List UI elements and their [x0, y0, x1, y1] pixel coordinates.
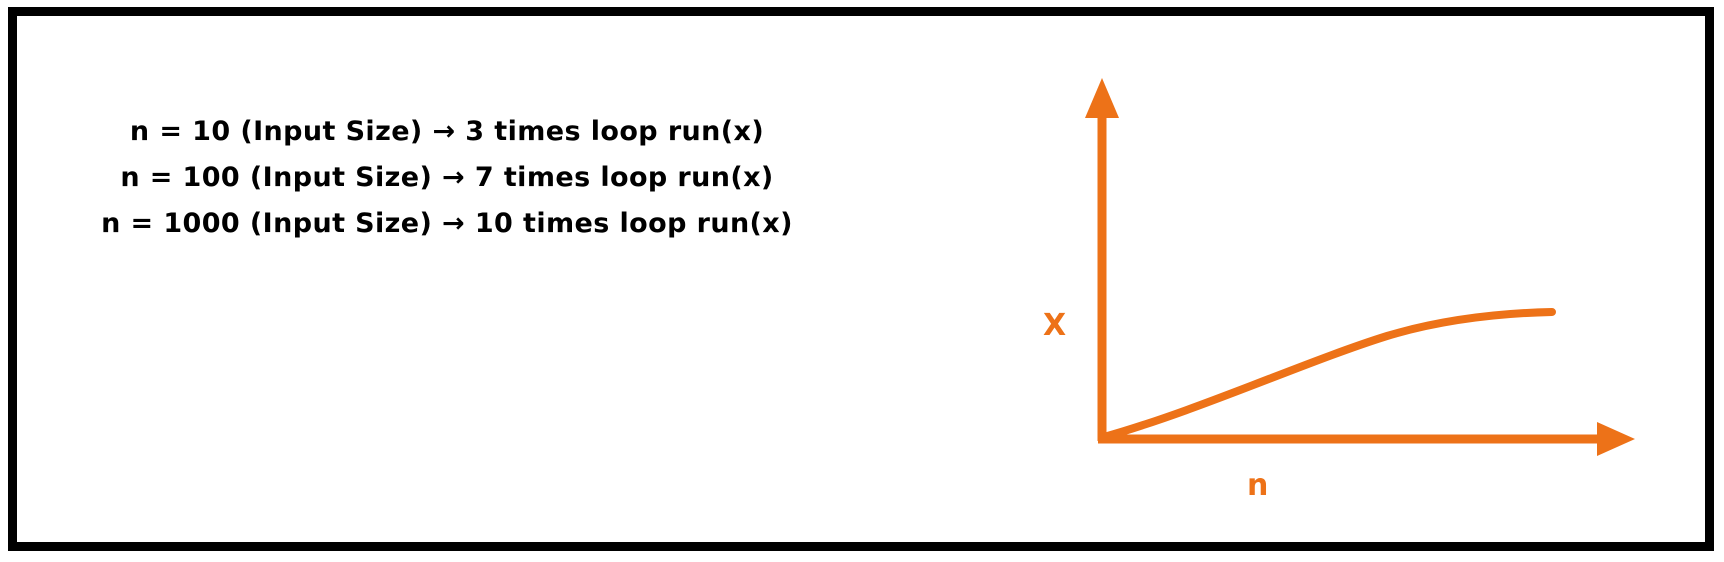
growth-curve-diagram: X n: [1007, 56, 1667, 526]
axis-diagram-svg: [1085, 78, 1635, 456]
y-axis-label: X: [1043, 308, 1067, 343]
notes-line-2: n = 100 (Input Size) → 7 times loop run(…: [120, 162, 774, 193]
notes-line-1: n = 10 (Input Size) → 3 times loop run(x…: [129, 116, 765, 147]
notes-line-3: n = 1000 (Input Size) → 10 times loop ru…: [101, 208, 793, 239]
x-axis-arrowhead: [1597, 422, 1635, 456]
notes-text-block: n = 10 (Input Size) → 3 times loop run(x…: [77, 118, 817, 256]
slide-border-frame: n = 10 (Input Size) → 3 times loop run(x…: [8, 7, 1714, 551]
x-axis-label: n: [1247, 468, 1269, 503]
growth-curve-path: [1100, 308, 1556, 441]
y-axis-arrowhead: [1085, 78, 1119, 118]
